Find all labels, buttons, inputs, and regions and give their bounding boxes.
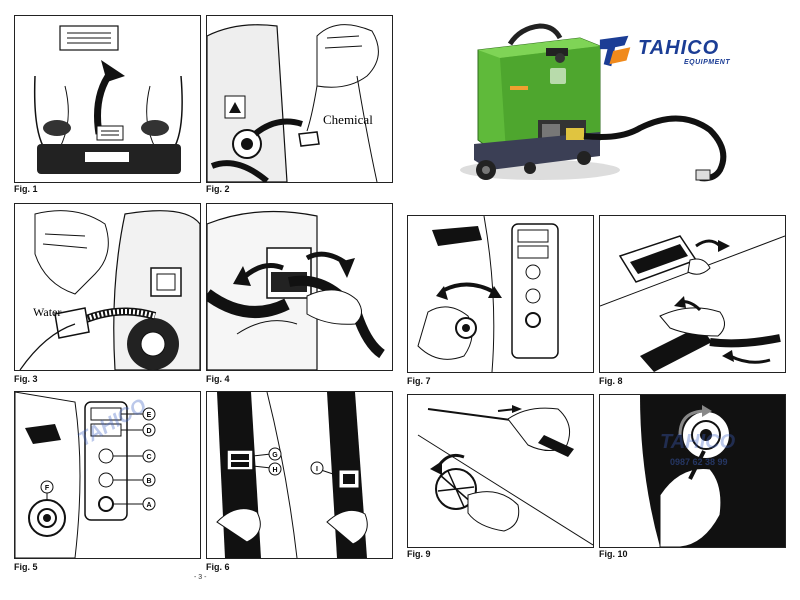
fig9-drawing: [417, 405, 593, 546]
figure-6: G H I: [206, 391, 393, 559]
fig-1-caption: Fig. 1: [14, 184, 38, 194]
fig-7-caption: Fig. 7: [407, 376, 431, 386]
fig1-drawing: [33, 25, 183, 174]
figure-10: TAHICO 0987 62 38 99: [599, 394, 786, 548]
fig2-drawing: Chemical: [207, 24, 379, 182]
fig3-label-water: Water: [33, 305, 61, 319]
fig8-drawing: [600, 235, 785, 372]
fig5-callout-b: B: [146, 478, 151, 485]
figure-3: Water: [14, 203, 201, 371]
product-image: [450, 20, 750, 200]
fig10-drawing: [640, 395, 785, 547]
fig2-label-chemical: Chemical: [323, 112, 373, 127]
tahico-logo: TAHICO EQUIPMENT: [598, 32, 773, 72]
fig-6-caption: Fig. 6: [206, 562, 230, 572]
fig5-callout-a: A: [146, 502, 151, 509]
figure-4: [206, 203, 393, 371]
brand-tagline: EQUIPMENT: [684, 59, 731, 66]
fig5-drawing: E D C B A F: [15, 392, 156, 558]
fig6-callout-i: I: [316, 466, 318, 473]
fig-3-caption: Fig. 3: [14, 374, 38, 384]
watermark-phone: 0987 62 38 99: [670, 457, 728, 467]
fig6-drawing: G H I: [216, 392, 368, 558]
fig3-drawing: Water: [19, 210, 200, 370]
fig7-drawing: [417, 216, 559, 372]
fig6-callout-g: G: [272, 452, 278, 459]
fig-8-caption: Fig. 8: [599, 376, 623, 386]
fig5-callout-f: F: [45, 485, 50, 492]
tahico-logo-mark-icon: [599, 35, 631, 67]
brand-name: TAHICO: [638, 37, 720, 59]
figure-5: E D C B A F TAHICO: [14, 391, 201, 559]
figure-1: [14, 15, 201, 183]
watermark-logo: TAHICO: [660, 431, 736, 453]
fig5-callout-e: E: [147, 412, 152, 419]
page-number: - 3 -: [194, 574, 207, 581]
fig-4-caption: Fig. 4: [206, 374, 230, 384]
figure-8: [599, 215, 786, 373]
fig5-callout-d: D: [146, 428, 151, 435]
fig4-drawing: [207, 210, 386, 370]
fig-5-caption: Fig. 5: [14, 562, 38, 572]
fig-10-caption: Fig. 10: [599, 549, 628, 559]
fig6-callout-h: H: [272, 467, 277, 474]
figure-2: Chemical: [206, 15, 393, 183]
steam-cleaner-machine-icon: [460, 23, 727, 182]
figure-7: [407, 215, 594, 373]
figure-9: [407, 394, 594, 548]
fig5-callout-c: C: [146, 454, 151, 461]
fig-9-caption: Fig. 9: [407, 549, 431, 559]
fig-2-caption: Fig. 2: [206, 184, 230, 194]
